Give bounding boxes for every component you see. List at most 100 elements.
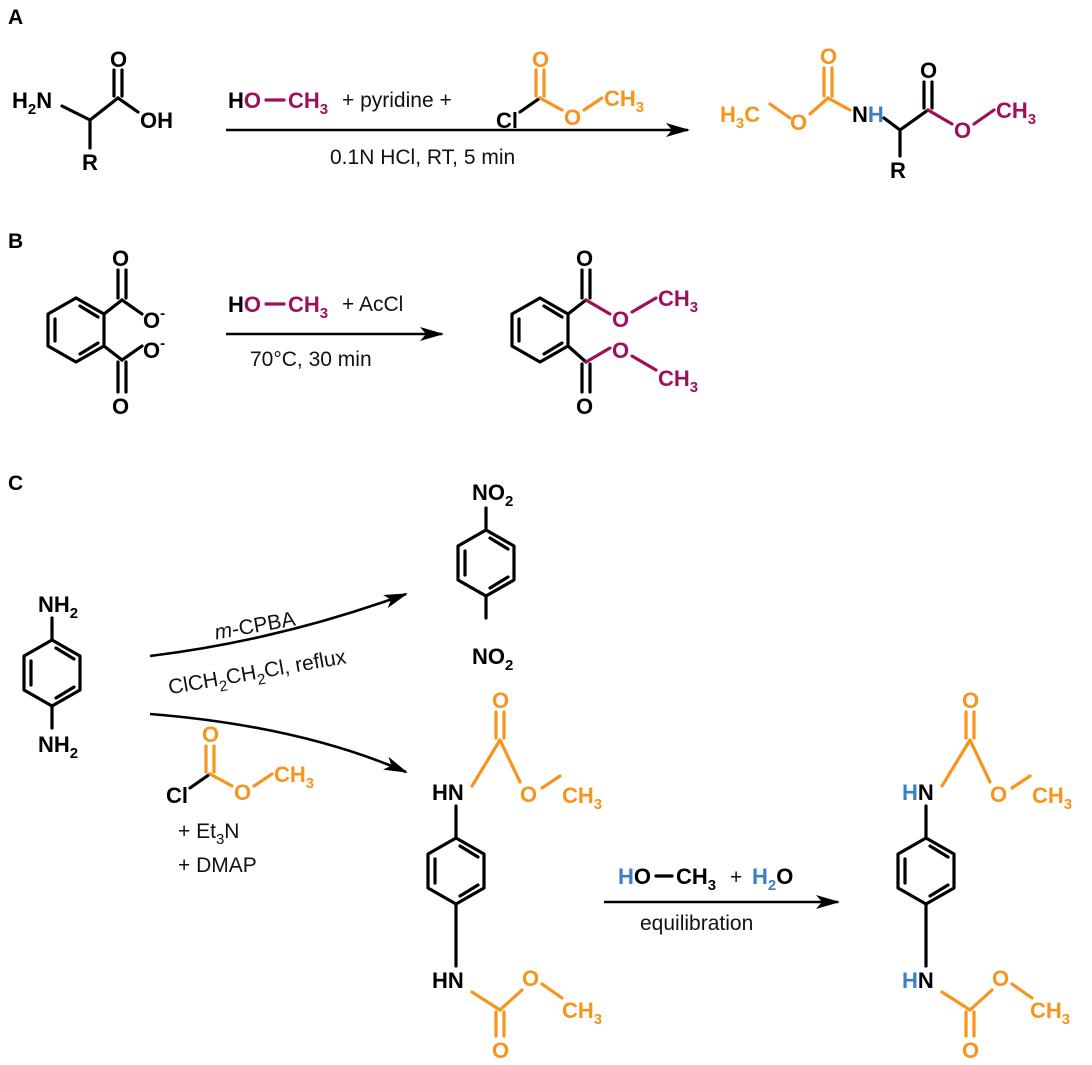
bond [898,108,930,132]
panel-c-reactant-phenylenediamine: NH2 NH2 [22,592,82,762]
bond [538,96,564,112]
r-group: R [890,158,906,183]
panel-b-reagents: HO CH3 + AcCl [228,292,403,322]
bond [488,575,510,590]
bond [470,990,502,1012]
bond [458,883,480,898]
bond [1010,982,1034,1000]
bond [768,102,792,120]
amide-nh: NH [852,102,884,127]
bond [488,536,510,551]
bond [566,344,588,364]
bond [582,96,604,112]
panel-a-product-carbamate-ester: H3C O O NH R O O CH3 [720,44,1036,183]
carbonyl-oxygen: O [576,394,593,419]
bond [78,304,100,319]
oxidation-arrow [149,592,408,658]
bond [584,346,612,364]
chloro-atom: Cl [166,783,188,808]
route1-conditions: m-CPBA ClCH2CH2Cl, reflux [167,608,350,704]
plus-pyridine-plus: + pyridine + [342,89,452,112]
methanol-reagent: HO [618,864,651,889]
equilibration-conditions: equilibration [640,912,753,935]
methyl-group: CH3 [658,286,698,316]
bond [630,296,658,314]
chloroformate-ester-oxygen: O [564,105,581,130]
bond [542,341,564,356]
ester-oxygen: O [612,307,629,332]
bond [88,96,120,122]
carbonyl-oxygen: O [492,1038,509,1063]
ester-oxygen: O [612,338,629,363]
methyl-group: CH3 [1032,783,1072,813]
bond [518,96,542,114]
ester-carbonyl-oxygen: O [920,58,937,83]
methyl-group: CH3 [562,783,602,813]
carbonyl-oxygen: O [962,688,979,713]
amide-nh: HN [902,780,934,805]
chloroformate-carbonyl-oxygen: O [532,47,549,72]
chloro-atom: Cl [496,108,518,133]
bond [102,344,124,362]
methyl-group: CH3 [996,98,1036,128]
bond [1010,774,1032,790]
bond [120,298,144,316]
water-reagent: H2O [752,864,793,894]
carbonyl-oxygen: O [112,394,129,419]
bond [540,982,564,1000]
bond [926,108,954,126]
carbamoylation-arrow [149,712,408,774]
bond [540,774,562,790]
methyl-group: CH3 [1030,998,1070,1028]
panel-a-label: A [8,6,23,29]
carboxylate-oxygen: O- [143,335,165,363]
bond [826,96,852,112]
panel-c-label: C [8,472,23,495]
bond [566,298,588,316]
carbonyl-oxygen: O [576,246,593,271]
bis-carbamate-product: O HN O CH3 HN O O CH3 [896,688,1072,1063]
carboxylate-oxygen: O- [143,305,165,333]
ester-oxygen: O [990,782,1007,807]
hydroxyl-group: OH [140,108,173,133]
bis-carbamate-intermediate: O HN O CH3 HN O O CH3 [426,688,602,1063]
methyl-group: CH3 [288,88,328,118]
ester-oxygen: O [520,782,537,807]
panel-b-product-dimethyl-phthalate: O O CH3 O O CH3 [510,246,698,419]
amine-group: NH2 [38,592,78,622]
methyl-ester-oxygen: O [954,118,971,143]
methanol-reagent: HO [228,88,261,113]
methyl-group: CH3 [562,998,602,1028]
bond [882,116,902,132]
methyl-group: CH3 [288,292,328,322]
bond [940,738,972,788]
bond [940,990,972,1012]
equilibration-reagents: HO CH3 + H2O [618,864,793,894]
amide-nh: HN [432,780,464,805]
carbonyl-oxygen: O [962,1038,979,1063]
amine-group: H2N [12,88,52,118]
methyl-group: H3C [720,102,760,132]
carbonyl-oxygen: O [112,246,129,271]
chloroformate-methyl: CH3 [604,86,644,116]
methanol-reagent: HO [228,292,261,317]
bond [188,772,212,790]
bond [120,344,144,362]
bond [78,341,100,356]
bond [60,104,92,122]
ester-oxygen: O [992,966,1009,991]
bond [584,298,612,316]
carbonyl-oxygen: O [110,47,127,72]
panel-b-conditions: 70°C, 30 min [250,348,372,371]
ester-oxygen: O [522,966,539,991]
dichloroethane-solvent: ClCH2CH2Cl, reflux [167,645,350,704]
dmap: + DMAP [178,854,257,877]
carbonyl-oxygen: O [820,44,837,69]
bond [542,304,564,319]
amide-nh: HN [432,968,464,993]
ester-oxygen: O [790,110,807,135]
methyl-group: CH3 [658,366,698,396]
amine-group: NH2 [38,732,78,762]
